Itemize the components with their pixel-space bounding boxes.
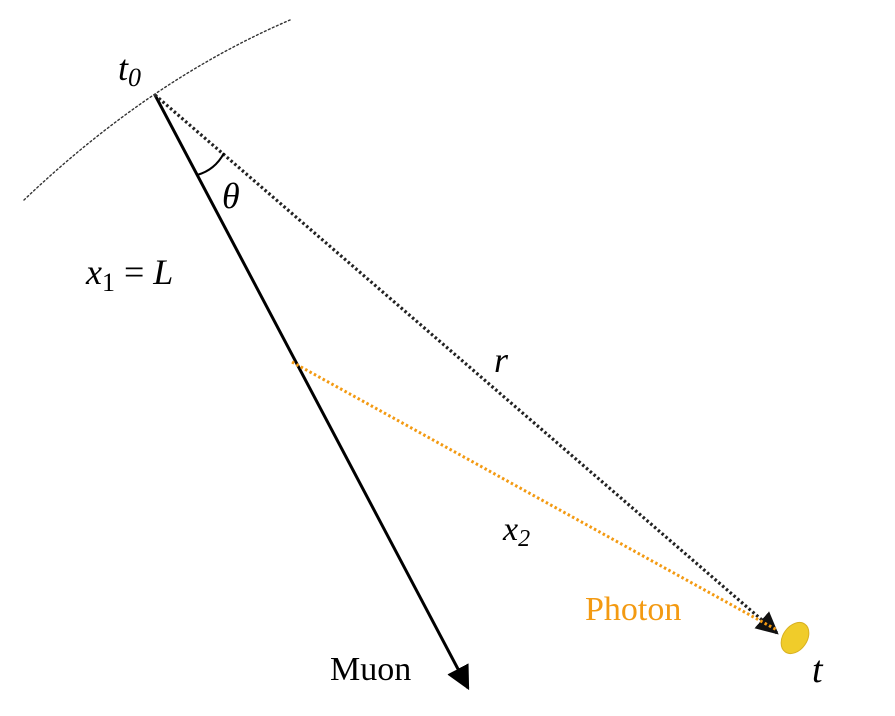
t0-label: t0 bbox=[118, 48, 141, 92]
photon-label: Photon bbox=[585, 591, 681, 628]
muon-label: Muon bbox=[330, 651, 411, 688]
sensor-icon bbox=[780, 621, 810, 655]
t-label: t bbox=[812, 649, 824, 691]
theta-angle-arc bbox=[196, 152, 225, 176]
theta-label: θ bbox=[222, 176, 240, 216]
muon-track-line bbox=[153, 94, 470, 691]
photon-path-line bbox=[291, 360, 778, 632]
x1-equals-L-label: x1 = L bbox=[85, 252, 173, 297]
r-distance-line bbox=[153, 93, 779, 635]
r-label: r bbox=[494, 340, 509, 380]
x2-label: x2 bbox=[502, 511, 530, 552]
surface-arc bbox=[23, 19, 291, 201]
